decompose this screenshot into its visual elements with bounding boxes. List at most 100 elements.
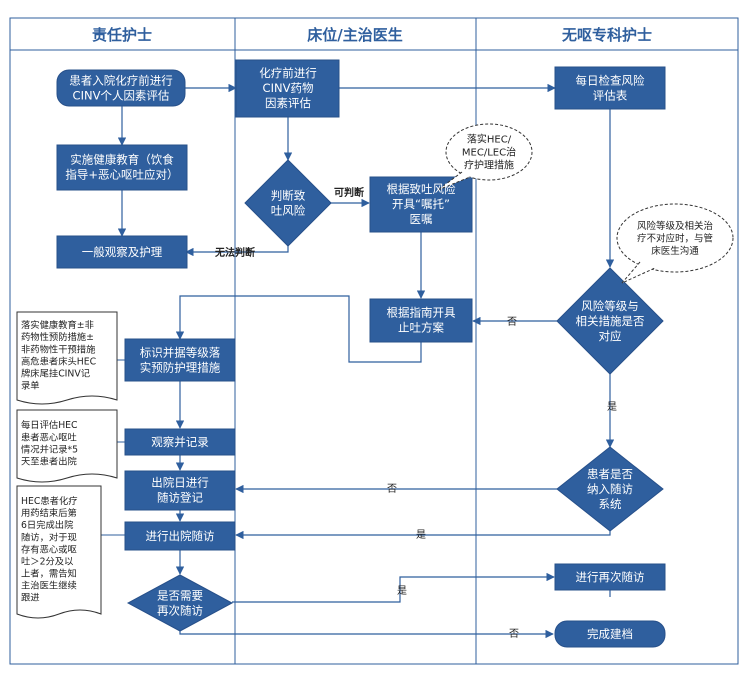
note-followup-text-line: 6日完成出院 (21, 519, 73, 531)
note-education-text-line: 高危患者床头HEC (21, 355, 96, 367)
edge-need-to-refollowup (232, 572, 555, 603)
node-discharge-followup (124, 521, 236, 551)
node-include-followup-label-line: 系统 (599, 497, 622, 511)
edge-label-not-judgeable: 无法判断 (214, 246, 255, 259)
node-observe-record-label: 观察并记录 (151, 435, 209, 449)
node-drug-risk-assessment-label-line: 因素评估 (265, 96, 311, 110)
node-discharge-register-label-line: 随访登记 (157, 491, 203, 505)
edge-label-no-2: 否 (387, 483, 397, 495)
node-re-followup-label-line: 进行再次随访 (576, 570, 645, 584)
node-observe-record-label-line: 观察并记录 (151, 435, 209, 449)
node-daily-check-label-line: 每日检查风险 (576, 74, 645, 88)
node-risk-match-label-line: 相关措施是否 (576, 314, 645, 328)
note-daily-text-line: 每日评估HEC (21, 419, 78, 431)
node-discharge-register (124, 470, 236, 511)
note-followup-text-line: 存有恶心或呕 (21, 543, 77, 555)
node-daily-check-label: 每日检查风险评估表 (576, 74, 645, 103)
node-admission-assessment-label-line: 患者入院化疗前进行 (69, 74, 173, 88)
note-education-text-line: 录单 (21, 380, 40, 392)
node-include-followup-label-line: 纳入随访 (587, 482, 633, 496)
edge-label-judgeable: 可判断 (334, 186, 364, 199)
connectors (117, 83, 615, 639)
note-education-text-line: 落实健康教育±非 (21, 319, 94, 331)
node-discharge-register-label-line: 出院日进行 (151, 476, 209, 490)
node-admission-assessment-label-line: CINV个人因素评估 (73, 89, 170, 103)
node-admission-assessment (56, 69, 186, 107)
node-discharge-followup-label-line: 进行出院随访 (146, 529, 215, 543)
node-include-followup-label: 患者是否纳入随访系统 (587, 467, 633, 511)
note-education-text-line: 牌床尾挂CINV记 (21, 368, 90, 380)
node-complete-archive (554, 620, 666, 648)
process-nodes (56, 59, 666, 648)
node-risk-match-label-line: 风险等级与 (581, 299, 639, 313)
node-need-followup-label-line: 是否需要 (157, 589, 203, 603)
callout-hec-measures-text-line: 疗护理措施 (464, 159, 514, 172)
callout-hec-measures-text-line: MEC/LEC治 (462, 146, 516, 159)
node-issue-orders-label-line: 开具“嘱托” (392, 197, 450, 211)
edge-label-yes-3: 是 (397, 585, 407, 597)
node-health-education-label-line: 指导+恶心呕吐应对） (65, 168, 178, 182)
node-general-observation-label-line: 一般观察及护理 (82, 245, 163, 259)
lane-header-nurse: 责任护士 (92, 26, 152, 44)
node-antiemetic-plan-label-line: 根据指南开具 (387, 306, 456, 320)
node-issue-orders (369, 176, 473, 233)
callouts (437, 123, 734, 284)
edge-label-yes-1: 是 (607, 401, 617, 413)
node-include-followup-label-line: 患者是否 (587, 467, 633, 481)
node-re-followup (554, 563, 666, 591)
node-drug-risk-assessment (235, 59, 340, 118)
note-followup-text-line: 跟进 (21, 593, 40, 604)
node-judge-risk-label-line: 判断致 (271, 189, 306, 203)
note-education-text-line: 非药物性干预措施 (21, 343, 95, 355)
node-discharge-register-label: 出院日进行随访登记 (151, 476, 209, 505)
node-daily-check (554, 66, 666, 110)
node-daily-check-label-line: 评估表 (593, 89, 628, 103)
node-complete-archive-label: 完成建档 (587, 627, 633, 641)
note-followup-text-line: 上者，需告知 (21, 568, 77, 580)
node-antiemetic-plan (369, 298, 473, 343)
node-complete-archive-label-line: 完成建档 (587, 627, 633, 641)
node-general-observation (56, 235, 188, 269)
note-education-shape (16, 311, 118, 405)
node-antiemetic-plan-label-line: 止吐方案 (398, 321, 444, 335)
node-judge-risk (244, 159, 332, 247)
node-issue-orders-label: 根据致吐风险开具“嘱托”医嘱 (387, 182, 456, 226)
callout-risk-mismatch-text-line: 床医生沟通 (651, 245, 699, 257)
callout-risk-mismatch-text: 风险等级及相关治疗不对应时，与管床医生沟通 (637, 220, 713, 257)
note-education-text-line: 药物性预防措施± (21, 331, 94, 343)
callout-hec-measures-text-line: 落实HEC/ (467, 133, 512, 146)
note-daily-text-line: 天至患者出院 (21, 456, 77, 468)
node-need-followup-label: 是否需要再次随访 (157, 589, 203, 618)
callout-risk-mismatch-text-line: 疗不对应时，与管 (637, 232, 713, 244)
edge-judge-to-observation (185, 245, 289, 257)
edge-need-to-archive (179, 629, 554, 639)
node-health-education (56, 144, 188, 191)
lane-header-specialist: 无呕专科护士 (561, 26, 652, 44)
note-followup-text-line: 用药结束后第 (21, 507, 77, 519)
node-identify-measures (124, 338, 236, 382)
node-drug-risk-assessment-label-line: 化疗前进行 (259, 66, 317, 80)
node-need-followup-label-line: 再次随访 (157, 604, 203, 618)
node-risk-match-label-line: 对应 (599, 329, 622, 343)
edge-label-no-1: 否 (507, 316, 517, 328)
node-judge-risk-label: 判断致吐风险 (271, 189, 306, 218)
note-followup-shape (16, 485, 102, 619)
note-daily-shape (16, 409, 118, 483)
note-daily-text-line: 患者恶心呕吐 (21, 431, 77, 443)
callout-hec-measures-bubble (445, 123, 533, 181)
node-discharge-followup-label: 进行出院随访 (146, 529, 215, 543)
node-re-followup-label: 进行再次随访 (576, 570, 645, 584)
side-notes (16, 311, 118, 619)
lane-header-doctor: 床位/主治医生 (307, 26, 402, 44)
node-risk-match-label: 风险等级与相关措施是否对应 (576, 299, 645, 343)
node-issue-orders-label-line: 根据致吐风险 (387, 182, 456, 196)
callout-risk-mismatch-text-line: 风险等级及相关治 (637, 220, 713, 232)
note-links (101, 359, 125, 536)
